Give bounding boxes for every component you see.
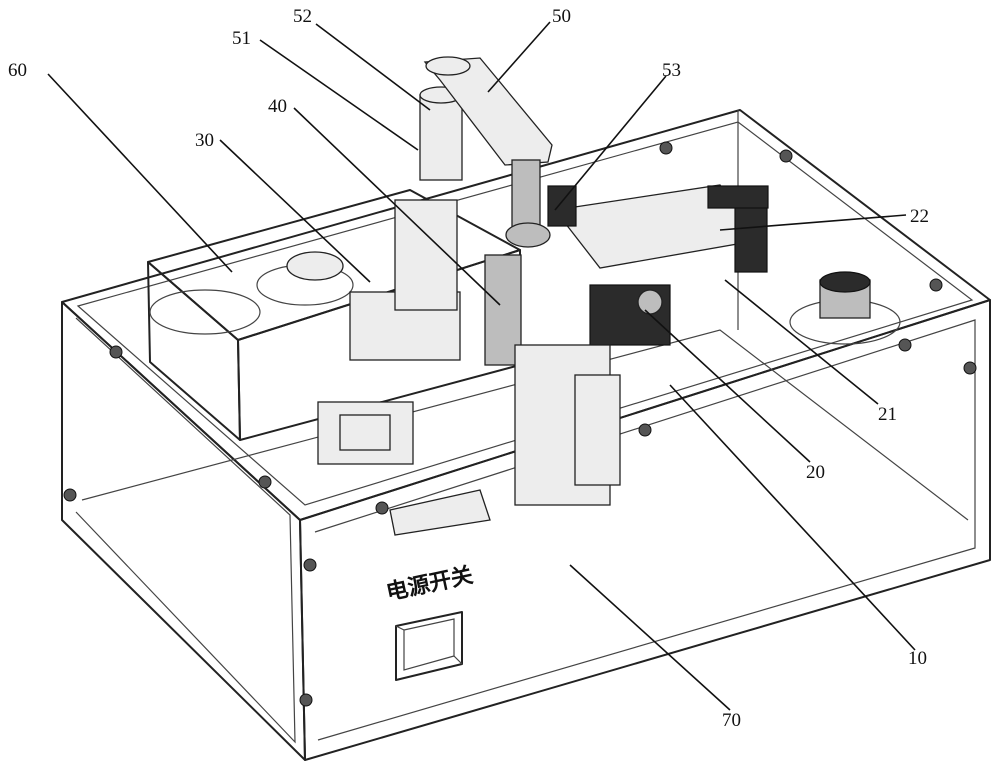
callout-50: 50 [552, 6, 571, 27]
rotary-knob [789, 271, 901, 345]
callout-53: 53 [662, 60, 681, 81]
slide-mechanism [317, 199, 522, 465]
callout-20: 20 [806, 462, 825, 483]
callout-labels: 60 30 40 51 52 50 53 22 21 20 10 70 [8, 6, 929, 731]
callout-21: 21 [878, 404, 897, 425]
callout-30: 30 [195, 130, 214, 151]
callout-70: 70 [722, 710, 741, 731]
callout-10: 10 [908, 648, 927, 669]
callout-40: 40 [268, 96, 287, 117]
leader-lines [47, 21, 916, 711]
vertical-actuator [419, 56, 553, 248]
power-switch-label: 电源开关 [384, 563, 475, 606]
clamp-assembly [389, 184, 769, 536]
power-switch [395, 611, 463, 681]
callout-22: 22 [910, 206, 929, 227]
callout-60: 60 [8, 60, 27, 81]
callout-52: 52 [293, 6, 312, 27]
callout-51: 51 [232, 28, 251, 49]
rim-screws [63, 141, 977, 707]
